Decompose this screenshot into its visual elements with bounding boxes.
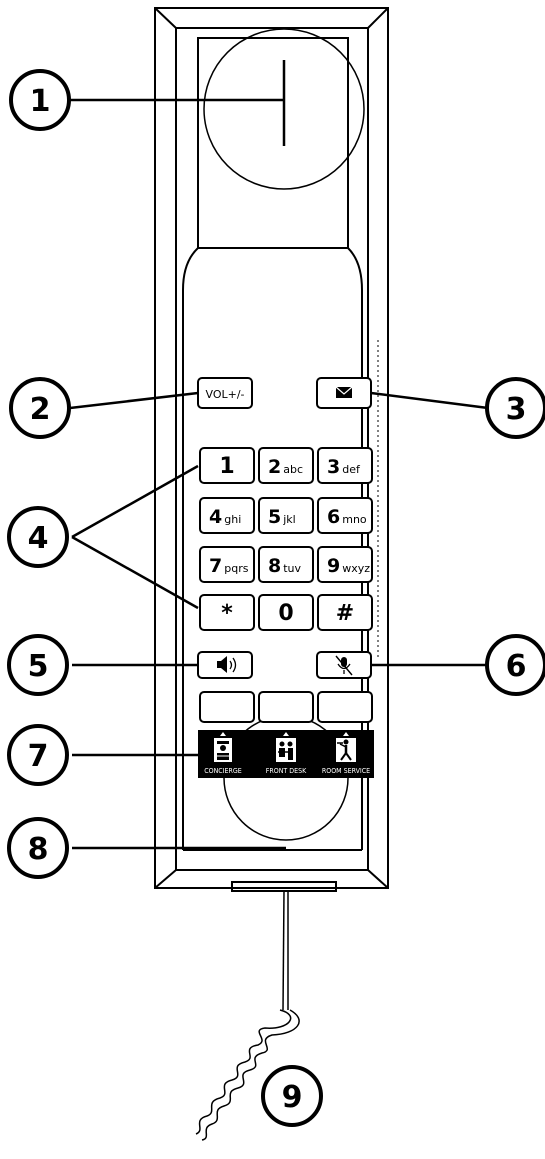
concierge-icon <box>214 738 232 762</box>
earpiece <box>203 28 365 190</box>
keypad-letters: mno <box>342 513 367 526</box>
callout-7: 7 <box>7 724 69 786</box>
blank-keys <box>199 691 373 723</box>
keypad-digit: 6 <box>327 506 340 528</box>
callout-number: 3 <box>506 392 527 427</box>
keypad-digit: 5 <box>268 506 281 528</box>
callout-9: 9 <box>261 1065 323 1127</box>
keypad-digit: 4 <box>209 506 222 528</box>
speaker-button[interactable] <box>197 651 253 679</box>
callout-number: 1 <box>30 84 51 119</box>
speaker-icon <box>217 656 237 673</box>
keypad-letters: tuv <box>283 562 301 575</box>
keypad-digit: 7 <box>209 555 222 577</box>
service-label-front-desk: FRONT DESK <box>266 767 307 775</box>
volume-button[interactable]: VOL+/- <box>197 377 253 409</box>
keypad-letters: def <box>342 463 361 476</box>
keypad-key-0[interactable]: 0 <box>258 594 314 631</box>
keypad-key-label: # <box>336 601 354 626</box>
callout-number: 4 <box>28 521 49 556</box>
service-label-strip: CONCIERGE FRONT DESK <box>198 730 374 778</box>
service-label-concierge: CONCIERGE <box>204 767 242 775</box>
callout-number: 5 <box>28 649 49 684</box>
message-button[interactable] <box>316 377 372 409</box>
callout-8: 8 <box>7 817 69 879</box>
callouts: 1 2 3 4 5 6 7 8 9 <box>7 69 545 1127</box>
cord-exit-slot <box>231 881 337 892</box>
leader-lines <box>69 98 489 850</box>
service-label-room-service: ROOM SERVICE <box>322 767 370 775</box>
callout-6: 6 <box>485 634 545 696</box>
cord-coils <box>195 1009 300 1141</box>
callout-number: 7 <box>28 739 49 774</box>
keypad-digit: 9 <box>327 555 340 577</box>
callout-3: 3 <box>485 377 545 439</box>
service-front-desk[interactable]: FRONT DESK <box>266 732 307 775</box>
keypad-digit: 3 <box>327 456 340 478</box>
keypad-digit: 2 <box>268 456 281 478</box>
keypad-key-label: 0 <box>278 601 293 626</box>
volume-button-label: VOL+/- <box>205 388 244 401</box>
keypad-letters: ghi <box>224 513 241 526</box>
envelope-icon <box>335 386 353 398</box>
coiled-cord <box>195 890 300 1141</box>
keypad-key-label: 1 <box>219 454 234 479</box>
callout-number: 9 <box>282 1080 303 1115</box>
keypad-key-1[interactable]: 1 <box>199 447 255 484</box>
room-service-icon <box>336 738 356 762</box>
blank-key-2[interactable] <box>258 691 314 723</box>
callout-number: 8 <box>28 832 49 867</box>
blank-key-1[interactable] <box>199 691 255 723</box>
microphone-mute-icon <box>335 655 353 676</box>
callout-5: 5 <box>7 634 69 696</box>
keypad-key-label: * <box>221 601 233 626</box>
callout-number: 6 <box>506 649 527 684</box>
keypad-digit: 8 <box>268 555 281 577</box>
mute-button[interactable] <box>316 651 372 679</box>
keypad-letters: wxyz <box>342 562 370 575</box>
keypad-letters: pqrs <box>224 562 248 575</box>
callout-number: 2 <box>30 392 51 427</box>
earpiece-panel <box>197 37 349 249</box>
blank-key-3[interactable] <box>317 691 373 723</box>
keypad-key-hash[interactable]: # <box>317 594 373 631</box>
handset-body <box>154 7 389 892</box>
keypad-key-star[interactable]: * <box>199 594 255 631</box>
front-desk-icon <box>276 738 296 762</box>
service-concierge[interactable]: CONCIERGE <box>204 732 242 775</box>
keypad-letters: abc <box>283 463 303 476</box>
keypad-letters: jkl <box>282 513 295 526</box>
callout-1: 1 <box>9 69 71 131</box>
service-room-service[interactable]: ROOM SERVICE <box>322 732 370 775</box>
handset-outer-frame <box>154 7 389 889</box>
callout-4: 4 <box>7 506 69 568</box>
callout-2: 2 <box>9 377 71 439</box>
